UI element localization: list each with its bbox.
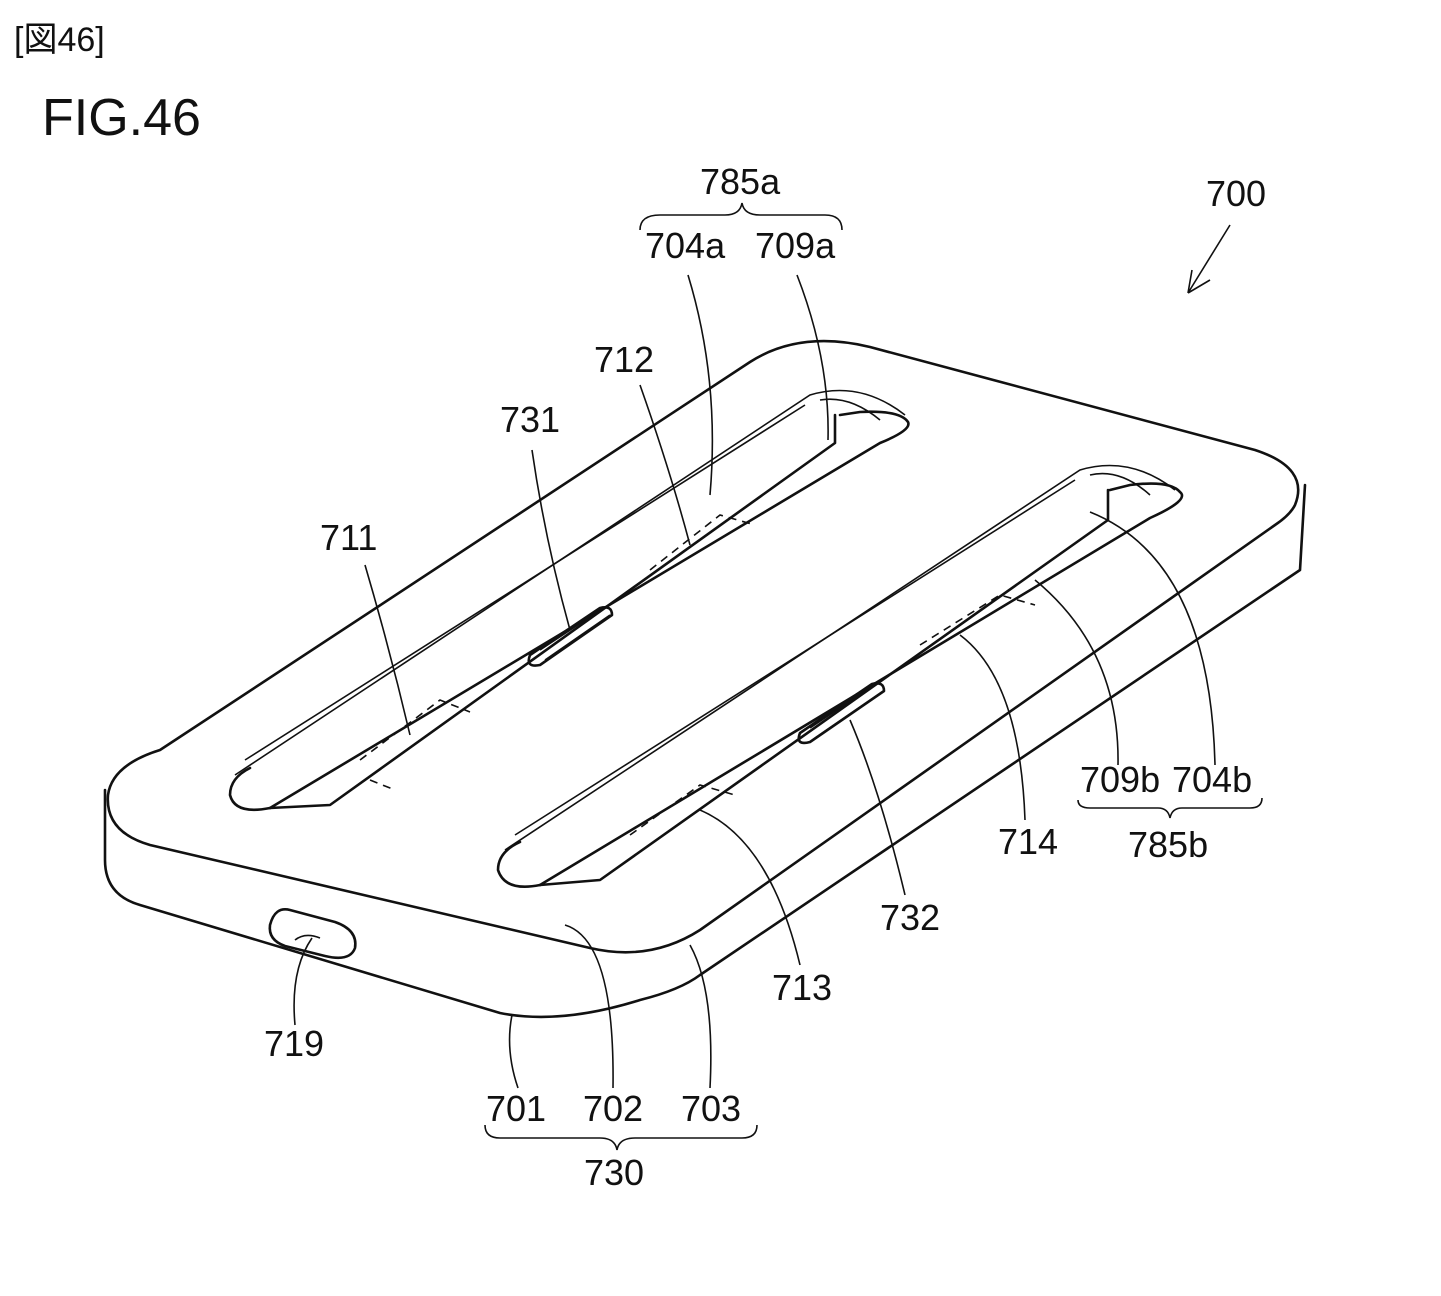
label-711: 711	[320, 517, 377, 558]
arrow-700	[1187, 224, 1231, 294]
slot-a	[228, 389, 910, 812]
connector-732	[797, 682, 886, 745]
bracket-730	[484, 1124, 758, 1151]
connector-731	[527, 606, 614, 667]
label-703: 703	[681, 1088, 741, 1129]
label-731: 731	[500, 399, 560, 440]
label-704a: 704a	[645, 225, 726, 266]
label-700: 700	[1206, 173, 1266, 214]
label-785a: 785a	[700, 161, 781, 202]
label-713: 713	[772, 967, 832, 1008]
label-702: 702	[583, 1088, 643, 1129]
label-732: 732	[880, 897, 940, 938]
label-709a: 709a	[755, 225, 836, 266]
port-719	[268, 908, 357, 960]
figure-title: FIG.46	[42, 89, 201, 147]
figure-header: [図46]	[14, 21, 105, 59]
label-730: 730	[584, 1152, 644, 1193]
slot-b	[496, 464, 1184, 888]
label-785b: 785b	[1128, 824, 1208, 865]
bracket-785a	[639, 202, 843, 231]
label-701: 701	[486, 1088, 546, 1129]
label-719: 719	[264, 1023, 324, 1064]
label-709b: 709b	[1080, 759, 1160, 800]
bracket-785b	[1077, 797, 1263, 819]
leader-lines	[293, 274, 1216, 1089]
body-side	[103, 483, 1307, 1019]
label-712: 712	[594, 339, 654, 380]
top-face	[106, 339, 1300, 954]
label-704b: 704b	[1172, 759, 1252, 800]
label-714: 714	[998, 821, 1058, 862]
